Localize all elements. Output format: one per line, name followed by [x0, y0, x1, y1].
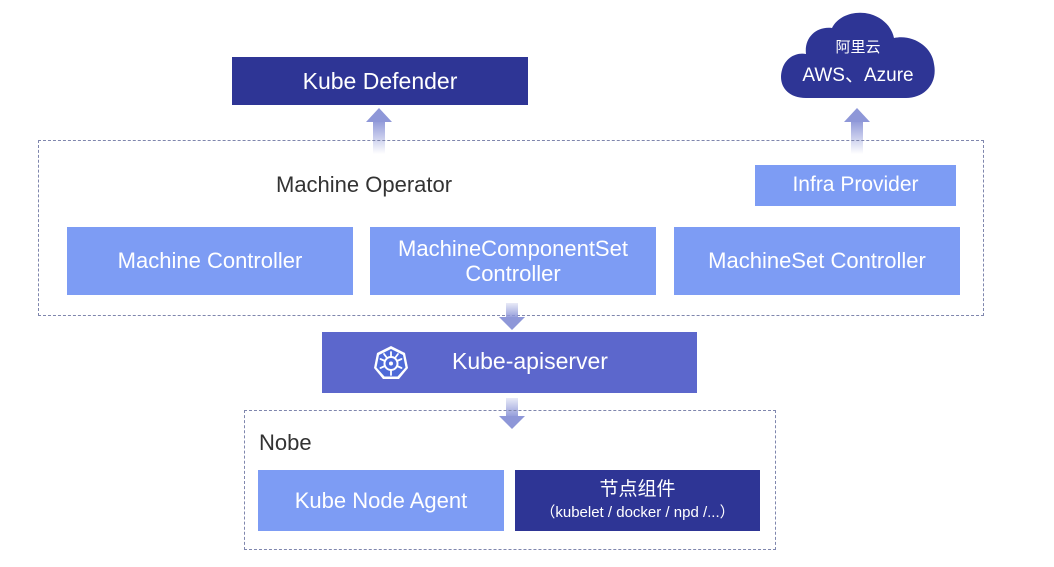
arrow-down-to-node — [497, 398, 527, 430]
cloud-provider-cloud: 阿里云 AWS、Azure — [776, 8, 940, 102]
machineset-controller-label: MachineSet Controller — [708, 248, 926, 274]
node-container — [244, 410, 776, 550]
machine-operator-title: Machine Operator — [276, 172, 453, 197]
node-components-title: 节点组件 — [599, 479, 676, 501]
machine-component-set-controller-box: MachineComponentSet Controller — [370, 227, 656, 295]
kube-defender-box: Kube Defender — [232, 57, 528, 105]
machine-controller-label: Machine Controller — [117, 248, 303, 274]
arrow-up-to-cloud — [842, 108, 872, 154]
node-title: Nobe — [259, 430, 312, 455]
cloud-line-1: 阿里云 — [835, 39, 881, 56]
machine-component-set-controller-line2: Controller — [465, 261, 561, 286]
machine-component-set-controller-line1: MachineComponentSet — [398, 235, 628, 261]
node-components-box: 节点组件 （kubelet / docker / npd /...） — [515, 470, 760, 531]
node-components-detail: （kubelet / docker / npd /...） — [540, 504, 735, 522]
kubernetes-helm-icon — [372, 344, 410, 382]
infra-provider-box: Infra Provider — [755, 165, 956, 206]
kube-node-agent-label: Kube Node Agent — [294, 487, 468, 513]
machine-controller-box: Machine Controller — [67, 227, 353, 295]
cloud-icon — [781, 12, 935, 99]
kube-apiserver-label: Kube-apiserver — [452, 348, 608, 374]
machineset-controller-box: MachineSet Controller — [674, 227, 960, 295]
cloud-line-2: AWS、Azure — [802, 65, 914, 86]
arrow-up-to-defender — [364, 108, 394, 154]
arrow-down-to-apiserver — [497, 303, 527, 331]
kube-defender-label: Kube Defender — [302, 67, 458, 94]
kube-node-agent-box: Kube Node Agent — [258, 470, 504, 531]
kube-apiserver-box: Kube-apiserver — [322, 332, 697, 393]
infra-provider-label: Infra Provider — [792, 173, 919, 197]
